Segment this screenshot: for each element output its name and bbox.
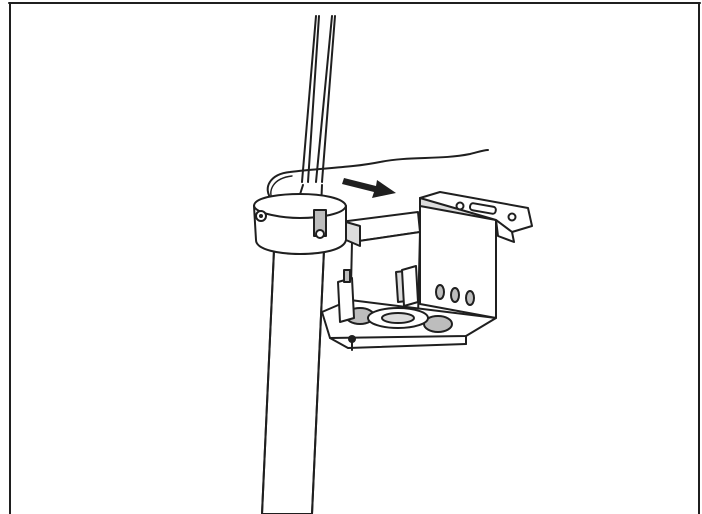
frame <box>8 2 701 514</box>
pole <box>261 249 325 514</box>
right-arrow-icon <box>342 178 396 198</box>
mounting-bracket <box>321 191 533 351</box>
pole-clamp <box>253 193 361 255</box>
antenna-wires <box>287 15 336 233</box>
